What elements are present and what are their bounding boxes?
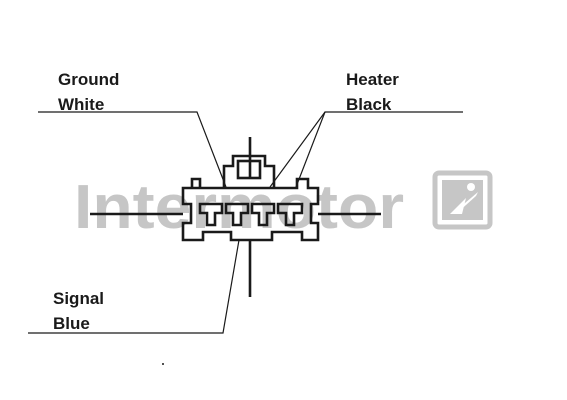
signal-label-wire: Blue bbox=[53, 314, 90, 333]
terminal-cavities bbox=[198, 202, 304, 227]
terminal-3 bbox=[250, 202, 276, 227]
connector-body bbox=[181, 177, 320, 242]
heater-label-wire: Black bbox=[346, 95, 392, 114]
intermotor-logo-icon bbox=[432, 170, 493, 230]
ground-label-wire: White bbox=[58, 95, 105, 114]
heater-label-name: Heater bbox=[346, 70, 399, 89]
ground-leader-line bbox=[38, 111, 227, 188]
signal-label: Signal Blue bbox=[53, 286, 104, 336]
terminal-4 bbox=[276, 202, 304, 227]
terminal-1 bbox=[198, 202, 224, 227]
ground-label: Ground White bbox=[58, 67, 119, 117]
connector-latch bbox=[222, 154, 276, 188]
watermark-text: Intermotor bbox=[74, 173, 404, 242]
heater-leader-line-2 bbox=[295, 111, 326, 188]
signal-leader-line bbox=[28, 239, 240, 334]
dot-mark bbox=[162, 363, 164, 365]
heater-label: Heater Black bbox=[346, 67, 399, 117]
signal-label-name: Signal bbox=[53, 289, 105, 308]
intermotor-watermark: Intermotor bbox=[74, 170, 493, 242]
ground-label-name: Ground bbox=[58, 70, 120, 89]
leader-lines bbox=[28, 111, 463, 334]
connector-drawing bbox=[90, 137, 381, 297]
latch-window bbox=[236, 159, 262, 180]
terminal-2 bbox=[224, 202, 250, 227]
